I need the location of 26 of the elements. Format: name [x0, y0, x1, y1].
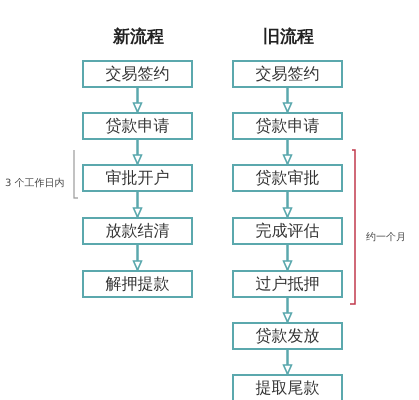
- process-box: 审批开户: [82, 164, 193, 192]
- process-box: 贷款发放: [232, 322, 343, 350]
- process-box: 完成评估: [232, 217, 343, 245]
- column-heading: 旧流程: [263, 26, 314, 48]
- process-box: 交易签约: [232, 60, 343, 88]
- arrow: [132, 192, 142, 218]
- arrow: [132, 140, 142, 165]
- duration-note: 3 个工作日内: [5, 176, 65, 190]
- arrow: [282, 140, 292, 165]
- arrow: [282, 245, 292, 271]
- arrow: [282, 88, 292, 113]
- duration-note: 约一个月: [366, 231, 406, 244]
- arrow: [282, 350, 292, 375]
- column-heading: 新流程: [113, 26, 164, 48]
- process-box: 贷款申请: [232, 112, 343, 140]
- process-box: 提取尾款: [232, 374, 343, 400]
- process-box: 放款结清: [82, 217, 193, 245]
- process-box: 交易签约: [82, 60, 193, 88]
- arrow: [132, 88, 142, 113]
- process-box: 贷款申请: [82, 112, 193, 140]
- arrow: [132, 245, 142, 271]
- process-box: 贷款审批: [232, 164, 343, 192]
- arrow: [282, 192, 292, 218]
- process-box: 过户抵押: [232, 270, 343, 298]
- process-box: 解押提款: [82, 270, 193, 298]
- arrow: [282, 298, 292, 323]
